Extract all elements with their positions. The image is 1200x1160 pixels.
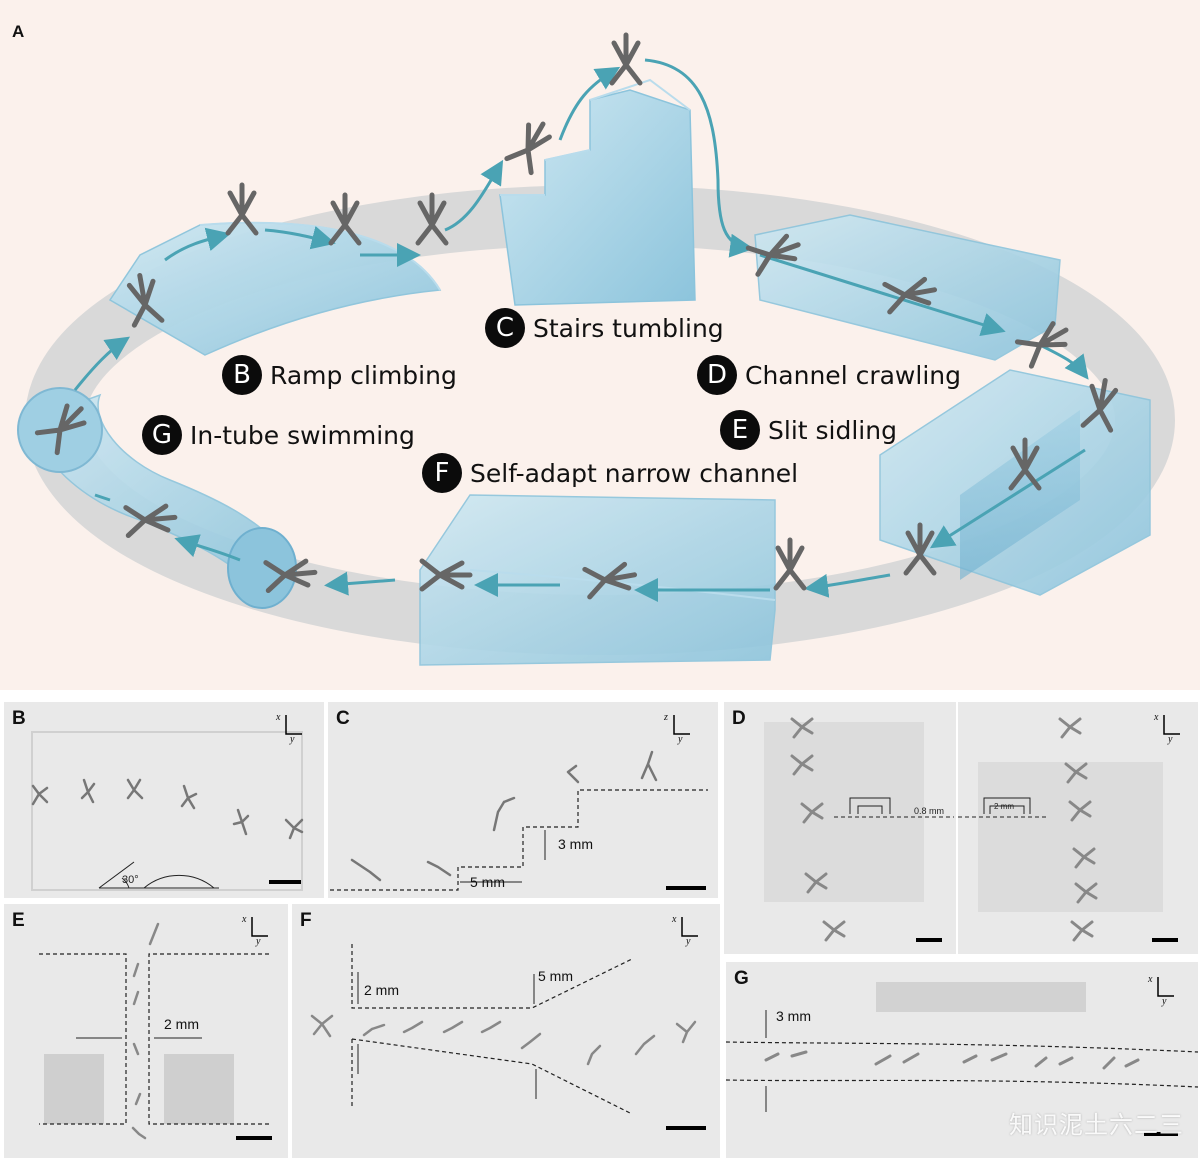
- scale-bar: [269, 880, 301, 884]
- panel-c-axis: z y: [664, 712, 692, 745]
- panel-c-label: C: [336, 708, 350, 729]
- panel-a-label: A: [12, 22, 25, 41]
- panel-a-schematic: A B Ramp climbing C Stairs tumbling D Ch…: [0, 0, 1200, 690]
- scale-bar: [666, 1126, 706, 1130]
- panel-e-scene: [39, 922, 269, 1140]
- callout-stairs-text: Stairs tumbling: [533, 313, 724, 343]
- panel-g-scene: [726, 982, 1198, 1112]
- wide-width-label: 5 mm: [538, 968, 573, 984]
- callout-channel-text: Channel crawling: [745, 360, 961, 390]
- callout-channel: D Channel crawling: [697, 355, 961, 395]
- badge-f: F: [422, 453, 462, 493]
- panel-b-photo: B 30° x y: [4, 702, 324, 898]
- scale-bar: [236, 1136, 272, 1140]
- path-arrows: [73, 58, 1089, 602]
- panel-f-axis: x y: [672, 914, 700, 947]
- scale-bar: [916, 938, 942, 942]
- callout-ramp: B Ramp climbing: [222, 355, 457, 395]
- panel-c-photo: C 3 mm 5 mm z y: [328, 702, 718, 898]
- badge-e: E: [720, 410, 760, 450]
- step-width-label: 5 mm: [470, 874, 505, 890]
- tube-diameter-label: 3 mm: [776, 1008, 811, 1024]
- panel-d-right-scene: [958, 717, 1163, 942]
- step-height-label: 3 mm: [558, 836, 593, 852]
- callout-narrow-text: Self-adapt narrow channel: [470, 458, 799, 488]
- panel-e-axis: x y: [242, 914, 270, 947]
- panel-d-axis: x y: [1154, 712, 1182, 745]
- panel-g-label: G: [734, 968, 749, 989]
- callout-ramp-text: Ramp climbing: [270, 360, 457, 390]
- callout-narrow: F Self-adapt narrow channel: [422, 453, 798, 493]
- callout-stairs: C Stairs tumbling: [485, 308, 724, 348]
- callout-slit: E Slit sidling: [720, 410, 897, 450]
- callout-tube: G In-tube swimming: [142, 415, 415, 455]
- scale-bar: [666, 886, 706, 890]
- panel-f-label: F: [300, 910, 312, 931]
- panel-g-photo: G 3 mm x y 知识泥土六二三: [726, 962, 1198, 1158]
- scale-bar: [1144, 1132, 1178, 1136]
- narrow-width-label: 2 mm: [364, 982, 399, 998]
- panel-g-axis: x y: [1148, 974, 1176, 1007]
- channel-crawl-box: [754, 214, 1061, 361]
- panel-e-photo: E 2 mm x y: [4, 904, 288, 1158]
- slot-width-label: 2 mm: [994, 802, 1014, 811]
- panel-b-scene: [31, 731, 304, 891]
- badge-d: D: [697, 355, 737, 395]
- panel-f-scene: [310, 944, 697, 1115]
- badge-c: C: [485, 308, 525, 348]
- narrow-channel-box: [419, 494, 776, 666]
- badge-b: B: [222, 355, 262, 395]
- scale-bar: [1152, 938, 1178, 942]
- panel-c-scene: [330, 750, 708, 891]
- panel-f-photo: F 2 mm 5 mm x y: [292, 904, 720, 1158]
- watermark: 知识泥土六二三: [1009, 1111, 1184, 1139]
- badge-g: G: [142, 415, 182, 455]
- panel-e-label: E: [12, 910, 25, 931]
- callout-tube-text: In-tube swimming: [190, 420, 415, 450]
- schematic-illustration: [17, 0, 1175, 666]
- slit-gap-label: 2 mm: [164, 1016, 199, 1032]
- panel-d-label: D: [732, 708, 746, 729]
- panel-b-label: B: [12, 708, 26, 729]
- callout-slit-text: Slit sidling: [768, 415, 897, 445]
- panel-d-left-photo: D 0.8 mm: [724, 702, 956, 954]
- panel-b-axis: x y: [276, 712, 304, 745]
- panel-d-right-photo: 2 mm x y: [958, 702, 1198, 954]
- stairs-obstacle: [499, 78, 696, 306]
- channel-height-label: 0.8 mm: [914, 806, 945, 816]
- angle-label: 30°: [122, 874, 139, 886]
- panel-d-left-scene: [764, 717, 954, 942]
